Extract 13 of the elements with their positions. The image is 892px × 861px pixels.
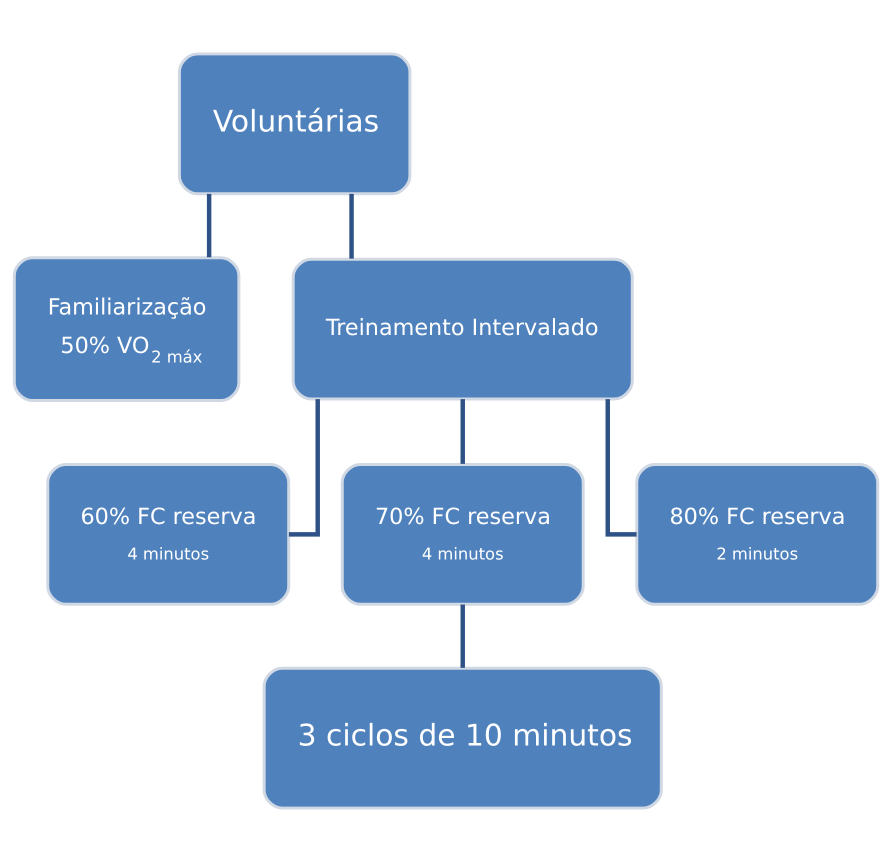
connector bbox=[460, 398, 465, 464]
connector bbox=[606, 398, 637, 536]
connector bbox=[460, 604, 465, 668]
node-box: Voluntárias bbox=[178, 52, 412, 195]
node-box: 80% FC reserva 2 minutos bbox=[635, 462, 880, 606]
node-box: 70% FC reserva 4 minutos bbox=[340, 462, 585, 606]
connector bbox=[288, 398, 320, 536]
node-box: Familiarização 50% VO$_{2 máx}$ bbox=[12, 256, 240, 402]
node-box: 3 ciclos de 10 minutos bbox=[262, 666, 663, 810]
connector bbox=[206, 193, 212, 257]
node-box: 60% FC reserva 4 minutos bbox=[46, 462, 290, 606]
node-box: Treinamento Intervalado bbox=[292, 257, 634, 400]
connector bbox=[349, 193, 354, 258]
